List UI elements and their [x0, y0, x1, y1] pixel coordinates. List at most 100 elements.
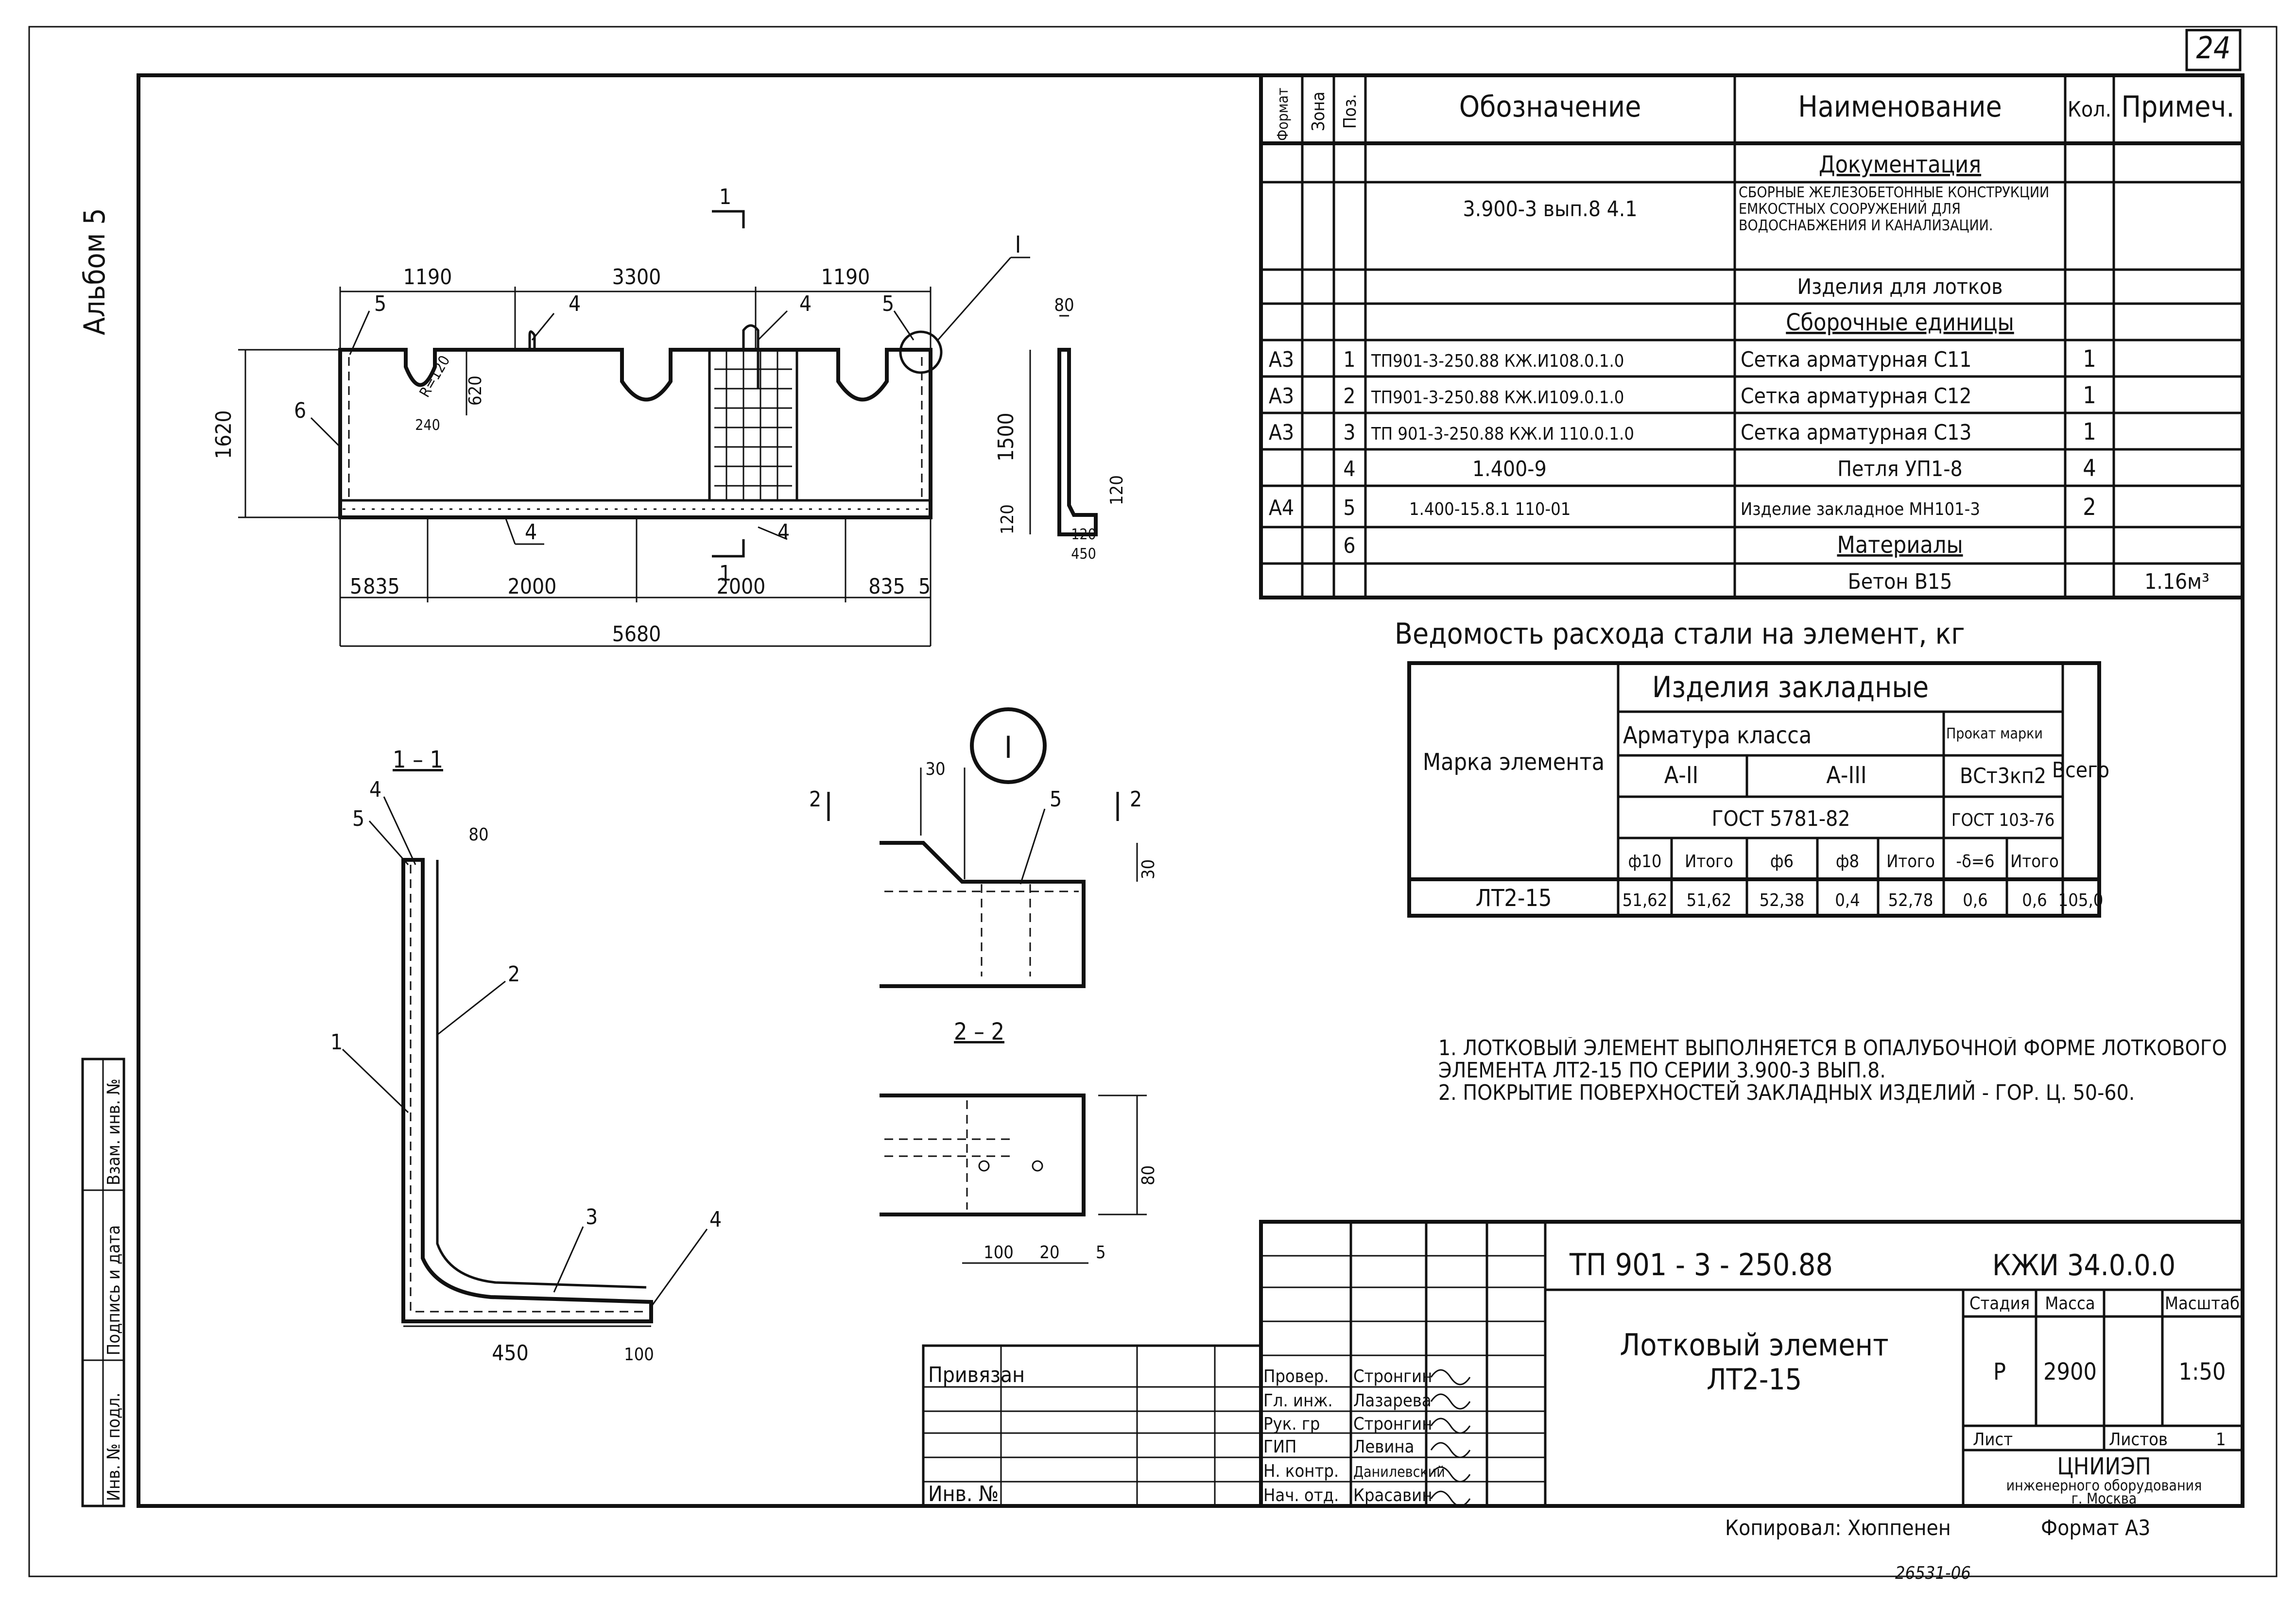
outer-frame: [28, 26, 2278, 1577]
header-format: Формат: [1275, 88, 1292, 141]
steel-row-v2: 52,38: [1760, 890, 1805, 910]
name-5: Красавин: [1353, 1486, 1432, 1505]
format: Формат А3: [2041, 1516, 2150, 1540]
dim-top-1: 3300: [612, 265, 661, 290]
steel-row-v5: 0,6: [1963, 890, 1988, 910]
s11-callout-2: 2: [508, 962, 520, 987]
spec-row-8-format: А4: [1269, 496, 1294, 520]
role-5: Нач. отд.: [1263, 1486, 1339, 1505]
steel-row-total: 105,0: [2058, 890, 2104, 910]
role-2: Рук. гр: [1263, 1414, 1320, 1434]
drawing-code: ТП 901 - 3 - 250.88: [1569, 1247, 1833, 1282]
detail-i-label: I: [1015, 231, 1021, 258]
scale-label: Масштаб: [2165, 1294, 2240, 1314]
page-number-box: [2185, 29, 2242, 71]
spec-row-5-pos: 2: [1343, 384, 1355, 409]
spec-row-6-pos: 3: [1343, 420, 1355, 445]
note-2: 2. Покрытие поверхностей закладных издел…: [1438, 1080, 2135, 1105]
detail-dim-30b: 30: [1139, 859, 1158, 879]
side-label-podpis: Подпись и дата: [104, 1225, 124, 1355]
spec-row-4-designation: ТП901-3-250.88 КЖ.И108.0.1.0: [1371, 351, 1624, 371]
steel-gost2: ГОСТ 103-76: [1951, 810, 2055, 830]
spec-row-10-note: 1.16м³: [2144, 569, 2210, 594]
steel-prokat-header: Прокат марки: [1946, 725, 2043, 742]
dim-bottom-2: 2000: [508, 574, 557, 599]
steel-grade: ВСт3кп2: [1960, 764, 2046, 788]
s11-callout-4: 4: [369, 777, 381, 802]
stage-label: Стадия: [1969, 1294, 2030, 1314]
spec-row-1-name: Сборные железобетонные конструкции емкос…: [1739, 185, 2050, 234]
dim-top-2: 1190: [821, 265, 870, 290]
spec-row-8-designation: 1.400-15.8.1 110-01: [1409, 499, 1571, 519]
spec-row-6-qty: 1: [2083, 418, 2096, 445]
name-4: Данилевский: [1353, 1464, 1445, 1481]
steel-table: Изделия закладные Арматура класса Прокат…: [1407, 661, 2109, 918]
steel-group-header: Изделия закладные: [1652, 670, 1929, 704]
side-dim-80: 80: [1054, 295, 1074, 315]
dim-overall: 5680: [612, 622, 661, 647]
mass-label: Масса: [2045, 1294, 2095, 1314]
spec-row-8-name: Изделие закладное МН101-3: [1741, 499, 1980, 519]
page-number: 24: [2196, 30, 2231, 66]
mesh-area: [708, 350, 798, 502]
spec-row-4-format: А3: [1269, 347, 1294, 372]
steel-row-v1: 51,62: [1687, 890, 1732, 910]
notes: 1. Лотковый элемент выполняется в опалуб…: [1438, 1037, 2240, 1104]
steel-row-v3: 0,4: [1835, 890, 1860, 910]
side-label-inv: Инв. № подл.: [104, 1393, 124, 1501]
side-dim-120b: 120: [1107, 475, 1127, 505]
spec-row-7-designation: 1.400-9: [1472, 457, 1547, 481]
spec-row-3-name: Сборочные единицы: [1786, 309, 2014, 336]
mass-value: 2900: [2043, 1358, 2097, 1385]
header-designation: Обозначение: [1459, 90, 1641, 124]
spec-row-10-name: Бетон В15: [1848, 569, 1952, 594]
s11-callout-5: 5: [352, 806, 364, 831]
callout-4b: 4: [799, 291, 811, 316]
steel-row-v0: 51,62: [1623, 890, 1668, 910]
cut-1-top: 1: [719, 185, 731, 209]
side-dim-1500: 1500: [994, 412, 1019, 462]
s11-callout-1: 1: [330, 1030, 343, 1055]
dim-bottom-5: 5: [918, 574, 931, 599]
spec-row-7-qty: 4: [2083, 455, 2096, 482]
copied-by: Копировал: Хюппенен: [1725, 1516, 1951, 1540]
detail-cut-right: 2: [1130, 787, 1142, 812]
callout-6: 6: [294, 398, 306, 423]
name-1: Лазарева: [1353, 1391, 1432, 1411]
steel-class-a2: А-II: [1664, 762, 1699, 789]
steel-sub-3: ф8: [1836, 852, 1859, 872]
spec-row-0-name: Документация: [1819, 151, 1981, 178]
dim-notch-r: R=120: [416, 353, 454, 400]
specification-table: Формат Зона Поз. Обозначение Наименовани…: [1259, 73, 2244, 599]
sheets-value: 1: [2216, 1430, 2226, 1450]
side-dim-120a: 120: [998, 504, 1018, 534]
signatures: [1430, 1369, 1471, 1507]
role-4: Н. контр.: [1263, 1461, 1339, 1481]
steel-row-mark: ЛТ2-15: [1476, 885, 1552, 912]
detail-i: I 30 30 5 2 2: [809, 707, 1158, 988]
name-0: Стронгин: [1353, 1367, 1432, 1386]
steel-sub-1: Итого: [1685, 852, 1733, 872]
side-dim-120c: 120: [1071, 526, 1096, 543]
spec-row-1-designation: 3.900-3 вып.8 4.1: [1463, 197, 1637, 222]
dim-bottom-1: 835: [363, 574, 400, 599]
spec-row-9-name: Материалы: [1837, 531, 1963, 559]
s11-dim-100: 100: [624, 1345, 654, 1365]
dim-bottom-4: 835: [868, 574, 905, 599]
spec-row-7-name: Петля УП1-8: [1837, 457, 1962, 481]
sheets-label: Листов: [2109, 1430, 2168, 1450]
elevation-view: I 1190 3300 1190 1620 620 240 R=120 5 83…: [211, 185, 1030, 647]
role-0: Провер.: [1263, 1367, 1329, 1386]
title-line1: Лотковый элемент: [1620, 1327, 1888, 1363]
side-dim-450: 450: [1071, 546, 1096, 563]
stamp-number: 26531-06: [1895, 1563, 1971, 1583]
name-3: Левина: [1353, 1437, 1414, 1457]
spec-row-4-name: Сетка арматурная С11: [1741, 347, 1971, 372]
s11-dim-450: 450: [492, 1341, 529, 1366]
inv-no: Инв. №: [928, 1482, 999, 1506]
header-qty: Кол.: [2068, 97, 2111, 122]
steel-sub-6: Итого: [2010, 852, 2059, 872]
s22-dim-80: 80: [1139, 1165, 1158, 1185]
note-1: 1. Лотковый элемент выполняется в опалуб…: [1438, 1037, 2227, 1083]
